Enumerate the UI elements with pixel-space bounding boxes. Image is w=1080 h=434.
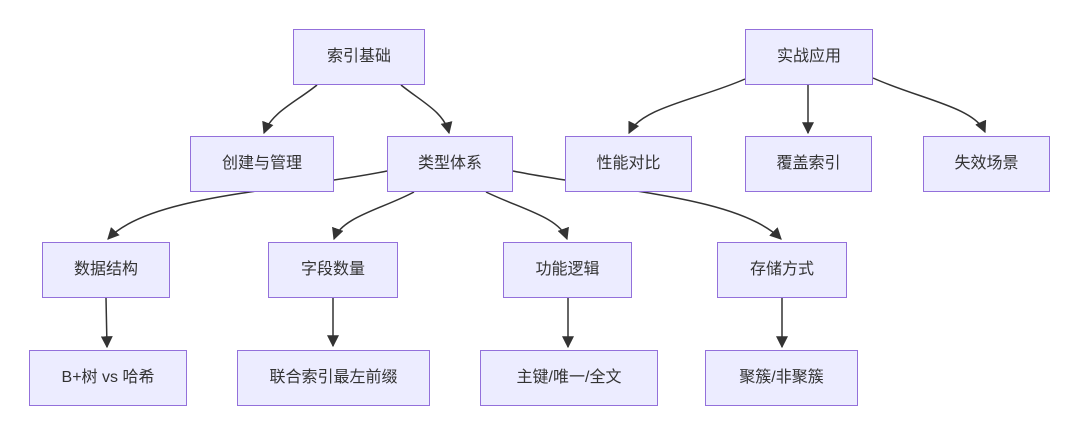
edge-type-system-to-function-logic [485, 191, 569, 241]
node-label: 创建与管理 [221, 155, 302, 172]
edges [100, 77, 987, 349]
node-primary-unique-fulltext: 主键/唯一/全文 [480, 350, 658, 406]
node-practical-application: 实战应用 [745, 29, 873, 85]
node-label: 联合索引最左前缀 [269, 369, 398, 386]
node-label: 聚簇/非聚簇 [739, 369, 824, 386]
node-label: B+树 vs 哈希 [61, 369, 155, 386]
edge-type-system-to-data-structure [107, 170, 388, 240]
node-composite-leftmost-prefix: 联合索引最左前缀 [237, 350, 430, 406]
node-field-count: 字段数量 [268, 242, 398, 298]
node-label: 功能逻辑 [535, 261, 600, 278]
node-label: 数据结构 [73, 261, 138, 278]
node-clustered-nonclustered: 聚簇/非聚簇 [705, 350, 858, 406]
node-failure-scenarios: 失效场景 [923, 136, 1050, 192]
node-label: 类型体系 [417, 155, 482, 172]
edge-data-structure-to-btree-vs-hash [100, 297, 113, 349]
edge-type-system-to-storage-method [512, 170, 782, 240]
edge-index-basics-to-type-system [400, 84, 453, 135]
node-label: 索引基础 [326, 48, 391, 65]
node-label: 失效场景 [954, 155, 1019, 172]
node-covering-index: 覆盖索引 [745, 136, 872, 192]
node-label: 主键/唯一/全文 [516, 369, 622, 386]
node-type-system: 类型体系 [387, 136, 513, 192]
node-label: 实战应用 [776, 48, 841, 65]
node-btree-vs-hash: B+树 vs 哈希 [29, 350, 187, 406]
edge-practical-application-to-performance-comparison [628, 78, 746, 135]
node-create-and-manage: 创建与管理 [190, 136, 334, 192]
edge-type-system-to-field-count [332, 191, 415, 241]
edge-practical-application-to-failure-scenarios [872, 77, 987, 134]
edge-index-basics-to-create-and-manage [262, 84, 318, 135]
node-function-logic: 功能逻辑 [503, 242, 632, 298]
node-data-structure: 数据结构 [42, 242, 170, 298]
node-label: 覆盖索引 [776, 155, 841, 172]
node-performance-comparison: 性能对比 [565, 136, 692, 192]
node-storage-method: 存储方式 [717, 242, 847, 298]
node-label: 存储方式 [749, 261, 814, 278]
node-index-basics: 索引基础 [293, 29, 425, 85]
node-label: 性能对比 [596, 155, 661, 172]
node-label: 字段数量 [300, 261, 365, 278]
